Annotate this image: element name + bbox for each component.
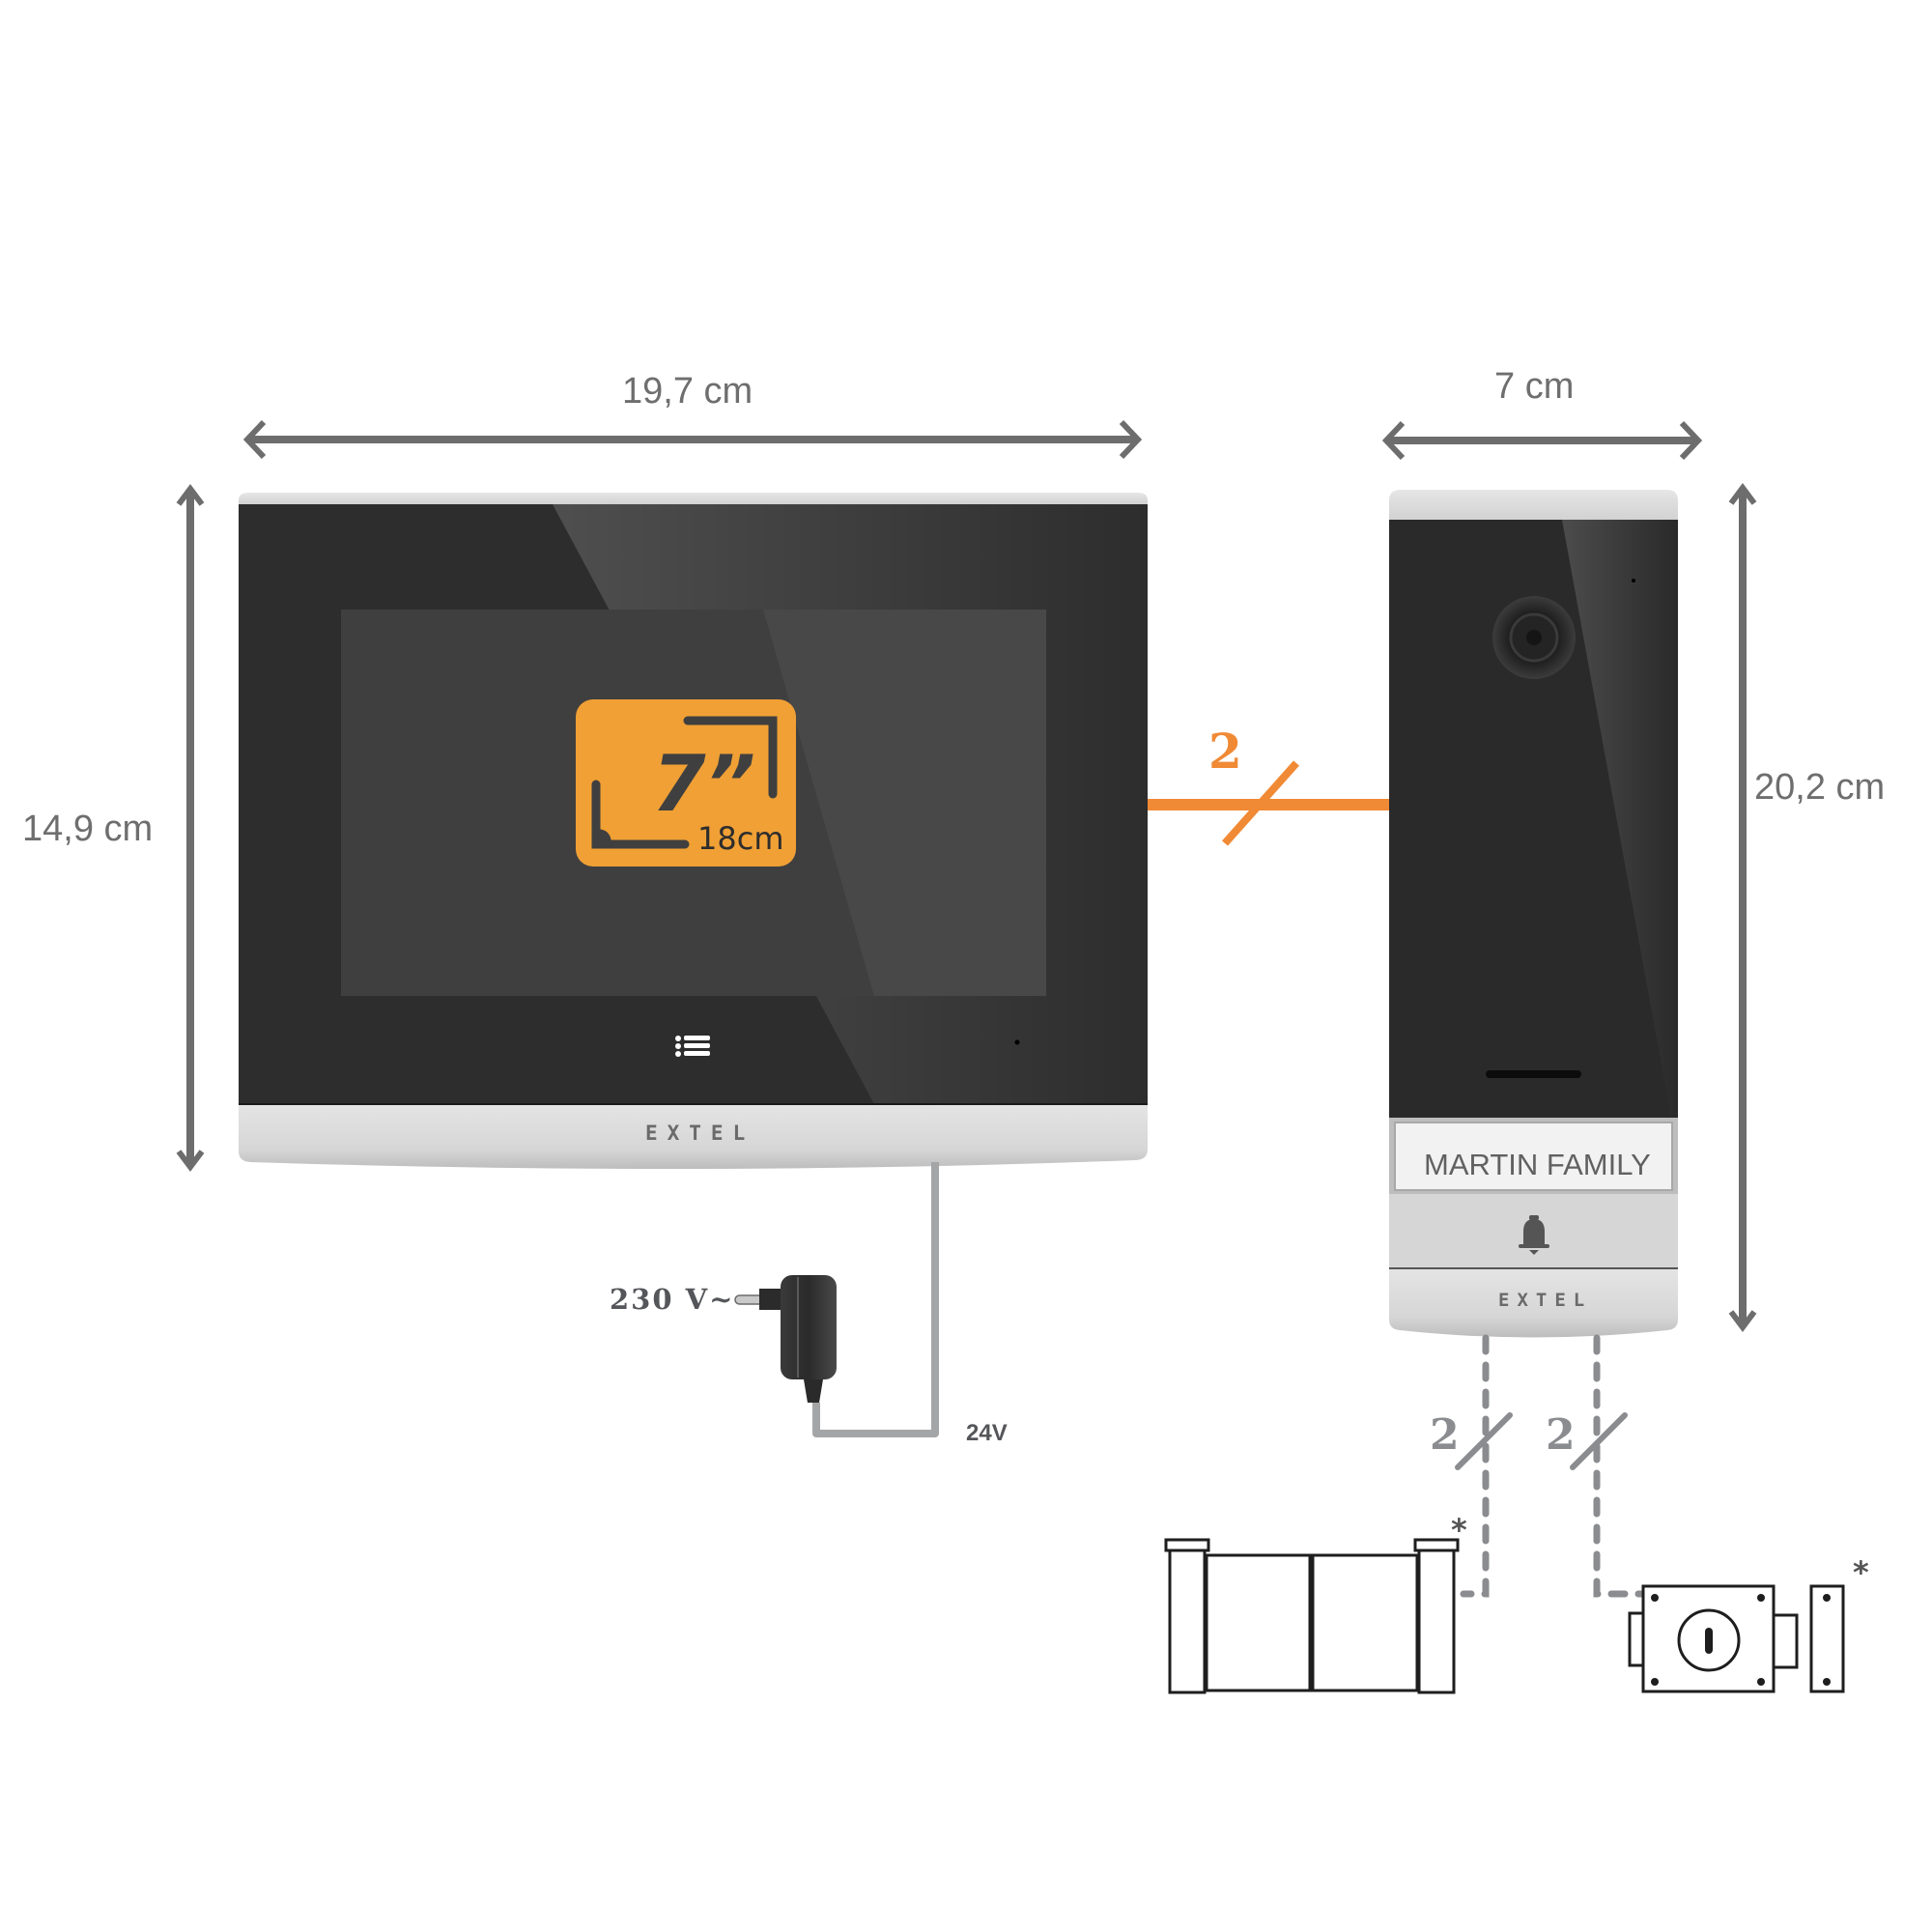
lock-optional-mark: * [1853, 1554, 1869, 1591]
bell-icon[interactable] [1519, 1215, 1549, 1255]
screen-size-cm: 18cm [697, 820, 784, 857]
doorbell-nameplate: MARTIN FAMILY [1424, 1148, 1651, 1181]
doorbell-height-arrow [1728, 483, 1757, 1332]
indoor-monitor [239, 493, 1148, 1170]
speaker-grille [1486, 1070, 1581, 1078]
lock-wire-count: 2 [1546, 1410, 1576, 1460]
power-cable [812, 1162, 939, 1437]
gate-wire [1460, 1334, 1490, 1598]
doorbell-width-label: 7 cm [1494, 366, 1575, 407]
monitor-width-label: 19,7 cm [622, 371, 753, 412]
monitor-brand-logo: EXTEL [645, 1122, 755, 1145]
gate-wire-count: 2 [1430, 1410, 1460, 1460]
outdoor-doorbell-panel [1389, 490, 1678, 1338]
electric-lock-icon [1628, 1584, 1845, 1693]
doorbell-width-arrow [1381, 420, 1703, 461]
gate-icon [1164, 1538, 1460, 1694]
monitor-height-label: 14,9 cm [22, 809, 154, 849]
screen-size-badge [576, 699, 796, 867]
menu-list-icon[interactable] [675, 1036, 710, 1057]
monitor-width-arrow [242, 419, 1143, 460]
power-output-label: 24V [966, 1420, 1008, 1446]
monitor-microphone-dot [1014, 1039, 1020, 1045]
monitor-height-arrow [176, 484, 205, 1172]
power-input-label: 230 V~ [610, 1283, 735, 1316]
two-wire-bus [1148, 760, 1389, 846]
gate-optional-mark: * [1451, 1512, 1467, 1548]
lock-wire [1593, 1334, 1646, 1598]
power-adapter-icon [734, 1275, 837, 1403]
doorbell-height-label: 20,2 cm [1754, 767, 1886, 808]
bus-wire-count: 2 [1208, 723, 1242, 780]
screen-size-inches: 7” [652, 739, 756, 829]
doorbell-brand-logo: EXTEL [1498, 1290, 1593, 1311]
